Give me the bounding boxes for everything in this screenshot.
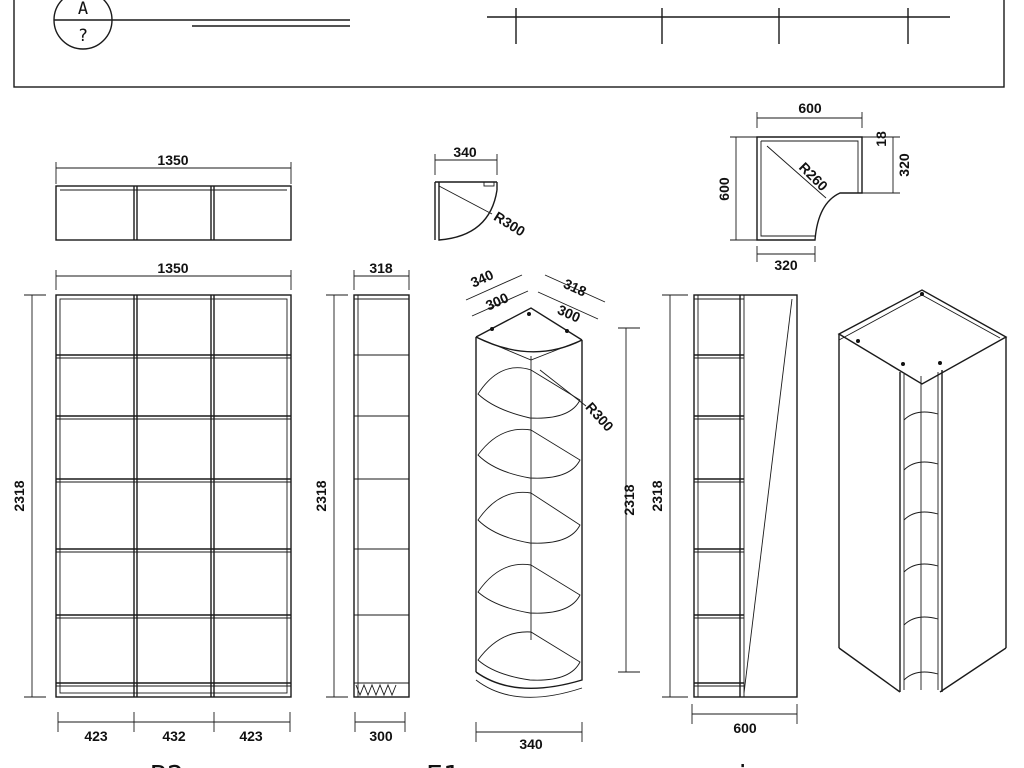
dim-iso-radius: R300 — [583, 399, 617, 435]
l-plan-view: 600 R260 600 18 320 320 — [716, 100, 912, 273]
label-b: B2 — [150, 759, 184, 768]
corner-shelf-isometric: 340 300 318 300 R300 2318 340 — [465, 266, 640, 752]
dim-corner-top-radius: R300 — [491, 208, 528, 239]
dim-front-bottom-width: 600 — [733, 720, 757, 736]
top-wall-cabinet: 1350 — [55, 152, 292, 241]
dim-iso-bottom-width: 340 — [519, 736, 543, 752]
section-letter: A — [78, 0, 88, 19]
dim-iso-depth-outer: 340 — [468, 266, 496, 290]
dim-bay-left: 423 — [84, 728, 108, 744]
dim-plan-right-depth: 320 — [896, 153, 912, 177]
dim-side-depth-top: 318 — [369, 260, 393, 276]
main-front-elevation: 1350 2318 423 432 423 — [11, 260, 292, 744]
dim-side-depth-bottom: 300 — [369, 728, 393, 744]
label-e: E1 — [426, 759, 460, 768]
section-number: ? — [78, 26, 88, 46]
corner-top-plan: 340 R300 — [434, 144, 528, 241]
dim-front-height: 2318 — [649, 480, 665, 511]
dim-plan-top-width: 600 — [798, 100, 822, 116]
dim-iso-depth-inner: 300 — [483, 289, 511, 313]
dim-plan-bottom-width: 320 — [774, 257, 798, 273]
front-elevation-600: 2318 600 — [649, 294, 798, 736]
side-section: 318 2318 300 — [313, 260, 410, 744]
l-corner-cabinet-isometric — [837, 289, 1008, 693]
title-block: A ? — [13, 0, 1005, 88]
dim-bay-mid: 432 — [162, 728, 186, 744]
dim-top-cab-width: 1350 — [157, 152, 188, 168]
dim-corner-top-depth: 340 — [453, 144, 477, 160]
dim-main-height: 2318 — [11, 480, 27, 511]
dim-iso-side-outer: 318 — [561, 275, 589, 299]
dim-iso-side-inner: 300 — [555, 301, 583, 325]
dim-main-width: 1350 — [157, 260, 188, 276]
dim-bay-right: 423 — [239, 728, 263, 744]
dim-side-height: 2318 — [313, 480, 329, 511]
dim-iso-height: 2318 — [621, 484, 637, 515]
dim-plan-side-thickness: 18 — [873, 131, 889, 147]
dim-plan-left-height: 600 — [716, 177, 732, 201]
label-i: i — [734, 759, 751, 768]
